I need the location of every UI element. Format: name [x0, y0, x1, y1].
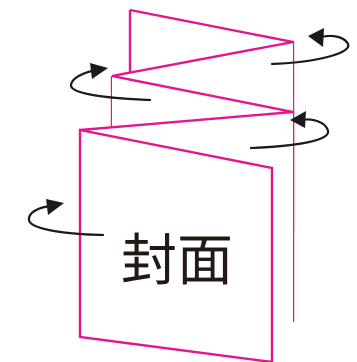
rotate-arrow-icon — [69, 63, 152, 102]
rotate-arrow-icon — [270, 28, 350, 66]
rotate-arrow-icon — [27, 199, 105, 237]
rotate-arrow-icon — [249, 111, 330, 150]
cover-panel — [78, 128, 274, 362]
cover-label: 封面 — [121, 229, 233, 294]
